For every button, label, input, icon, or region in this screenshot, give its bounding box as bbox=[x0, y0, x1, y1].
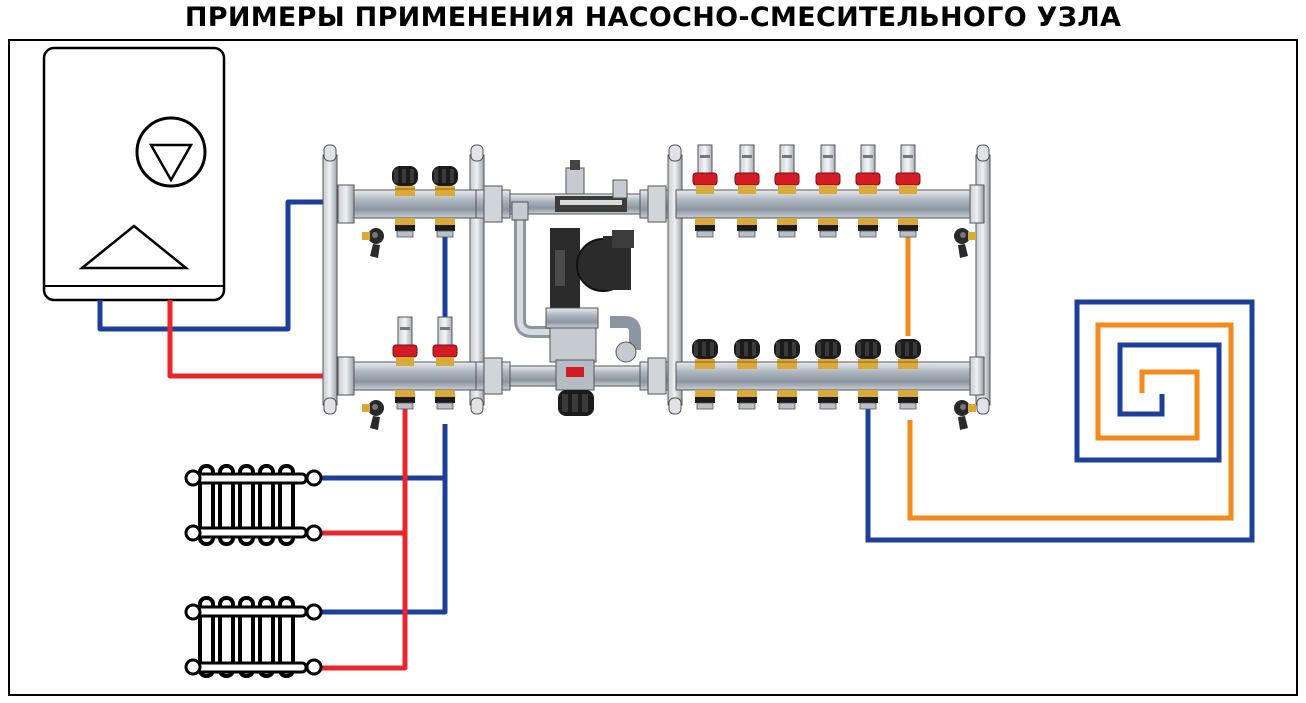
boiler-piping bbox=[97, 199, 330, 379]
radiator-1 bbox=[184, 464, 323, 546]
heat-exchanger-icon bbox=[78, 224, 190, 270]
radiator-manifold bbox=[322, 144, 485, 430]
pump-mixing-unit bbox=[475, 160, 677, 416]
underfloor-manifold bbox=[667, 144, 991, 430]
page-title: ПРИМЕРЫ ПРИМЕНЕНИЯ НАСОСНО-СМЕСИТЕЛЬНОГО… bbox=[184, 2, 1122, 33]
underfloor-heating-loop bbox=[865, 232, 1255, 543]
radiator-2 bbox=[184, 596, 323, 678]
pump-icon bbox=[135, 116, 207, 188]
radiator-piping bbox=[312, 230, 448, 671]
diagram-frame bbox=[8, 39, 1298, 696]
boiler bbox=[42, 46, 226, 302]
